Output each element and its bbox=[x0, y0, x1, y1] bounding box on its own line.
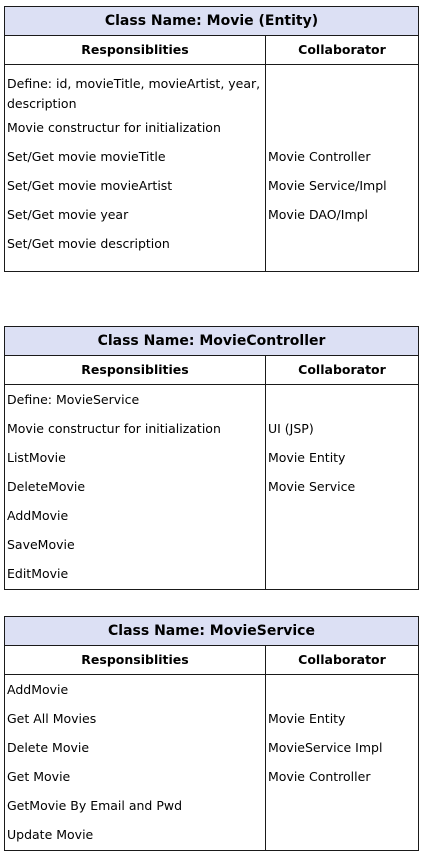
collaborator-item bbox=[266, 791, 418, 820]
card-title: Class Name: MovieService bbox=[5, 617, 418, 646]
responsibility-item: Set/Get movie movieTitle bbox=[7, 149, 166, 164]
responsibility-item: Get All Movies bbox=[7, 711, 97, 726]
responsibility-item: Set/Get movie movieArtist bbox=[7, 178, 173, 193]
card-body: AddMovie Get All Movies Delete Movie Get… bbox=[5, 675, 418, 850]
collaborators-column: Movie Controller Movie Service/Impl Movi… bbox=[266, 65, 418, 271]
card-title: Class Name: Movie (Entity) bbox=[5, 7, 418, 36]
collaborator-header: Collaborator bbox=[298, 42, 386, 57]
card-title-prefix: Class Name: bbox=[104, 13, 207, 29]
collaborators-column: UI (JSP) Movie Entity Movie Service bbox=[266, 385, 418, 589]
responsibility-item: Define: MovieService bbox=[7, 392, 140, 407]
responsibilities-header: Responsiblities bbox=[5, 356, 266, 384]
responsibility-item: Set/Get movie description bbox=[7, 236, 170, 251]
responsibility-item: Get Movie bbox=[7, 769, 71, 784]
card-title-name: MovieService bbox=[209, 623, 315, 639]
responsibilities-column: Define: MovieService Movie constructur f… bbox=[5, 385, 266, 589]
collaborator-item: Movie DAO/Impl bbox=[268, 207, 369, 222]
collaborator-item bbox=[266, 530, 418, 559]
responsibility-item: ListMovie bbox=[7, 450, 66, 465]
collaborator-item bbox=[266, 675, 418, 704]
collaborator-item bbox=[266, 229, 418, 258]
collaborator-item bbox=[266, 385, 418, 414]
collaborator-item: UI (JSP) bbox=[268, 421, 314, 436]
card-title-prefix: Class Name: bbox=[97, 333, 200, 349]
collaborator-item: Movie Entity bbox=[268, 450, 346, 465]
collaborator-item bbox=[266, 559, 418, 588]
collaborator-item: Movie Service/Impl bbox=[268, 178, 387, 193]
crc-card-movie-controller: Class Name: MovieController Responsiblit… bbox=[4, 326, 419, 590]
card-header-row: Responsiblities Collaborator bbox=[5, 356, 418, 385]
card-title-name: Movie (Entity) bbox=[206, 13, 319, 29]
card-title: Class Name: MovieController bbox=[5, 327, 418, 356]
crc-card-movie-service: Class Name: MovieService Responsiblities… bbox=[4, 616, 419, 851]
collaborator-item: Movie Service bbox=[268, 479, 356, 494]
card-body: Define: MovieService Movie constructur f… bbox=[5, 385, 418, 589]
responsibility-item: DeleteMovie bbox=[7, 479, 86, 494]
collaborator-item: Movie Controller bbox=[268, 769, 371, 784]
empty-space bbox=[5, 588, 265, 589]
responsibility-item: Delete Movie bbox=[7, 740, 90, 755]
responsibility-item: Movie constructur for initialization bbox=[7, 120, 221, 135]
collaborators-column: Movie Entity MovieService Impl Movie Con… bbox=[266, 675, 418, 850]
responsibilities-column: AddMovie Get All Movies Delete Movie Get… bbox=[5, 675, 266, 850]
collaborator-item: Movie Controller bbox=[268, 149, 371, 164]
collaborator-item bbox=[266, 820, 418, 849]
responsibility-item: AddMovie bbox=[7, 508, 69, 523]
responsibilities-header: Responsiblities bbox=[5, 36, 266, 64]
responsibility-item: AddMovie bbox=[7, 682, 69, 697]
card-title-name: MovieController bbox=[199, 333, 326, 349]
responsibilities-column: Define: id, movieTitle, movieArtist, yea… bbox=[5, 65, 266, 271]
responsibility-item: Update Movie bbox=[7, 827, 94, 842]
crc-card-movie-entity: Class Name: Movie (Entity) Responsibliti… bbox=[4, 6, 419, 272]
collaborator-item: MovieService Impl bbox=[268, 740, 383, 755]
card-title-prefix: Class Name: bbox=[108, 623, 210, 639]
collaborator-header: Collaborator bbox=[298, 362, 386, 377]
responsibility-item: Movie constructur for initialization bbox=[7, 421, 221, 436]
card-header-row: Responsiblities Collaborator bbox=[5, 36, 418, 65]
card-body: Define: id, movieTitle, movieArtist, yea… bbox=[5, 65, 418, 271]
responsibilities-header: Responsiblities bbox=[5, 646, 266, 674]
empty-space bbox=[5, 849, 265, 850]
collaborator-item bbox=[266, 501, 418, 530]
responsibility-item: Set/Get movie year bbox=[7, 207, 129, 222]
responsibility-item: GetMovie By Email and Pwd bbox=[7, 798, 183, 813]
responsibility-item: SaveMovie bbox=[7, 537, 75, 552]
collaborator-header: Collaborator bbox=[298, 652, 386, 667]
collaborator-item: Movie Entity bbox=[268, 711, 346, 726]
responsibility-item: Define: id, movieTitle, movieArtist, yea… bbox=[7, 76, 261, 111]
card-header-row: Responsiblities Collaborator bbox=[5, 646, 418, 675]
responsibility-item: EditMovie bbox=[7, 566, 69, 581]
collaborator-item bbox=[266, 65, 418, 113]
collaborator-item bbox=[266, 113, 418, 142]
empty-space bbox=[5, 258, 265, 271]
